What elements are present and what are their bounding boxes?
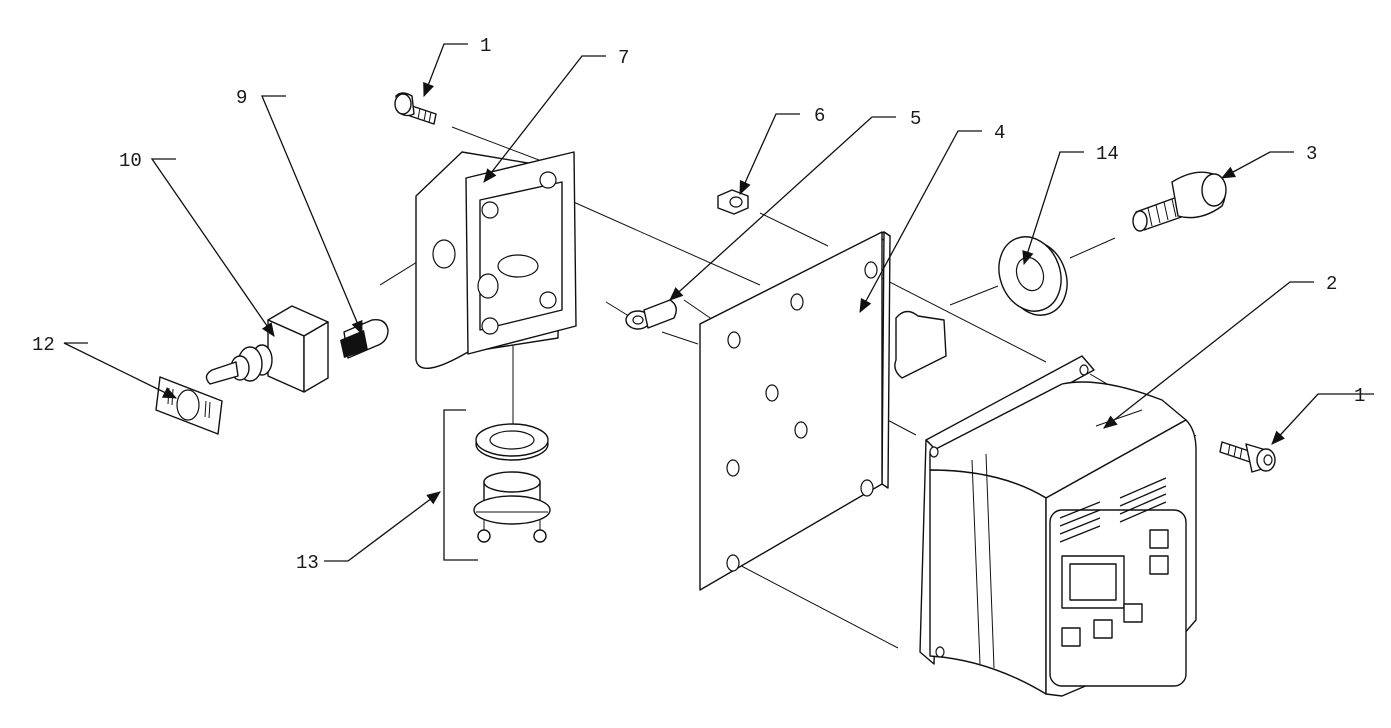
motor-controller [919, 355, 1197, 697]
cap-screw-right [1219, 441, 1276, 473]
vent-slots [1059, 477, 1167, 543]
callout-1-top: 1 [480, 35, 491, 57]
callout-2: 2 [1326, 273, 1337, 295]
callout-6: 6 [814, 105, 825, 127]
switch-plate [155, 376, 223, 435]
callout-labels: 1 7 9 10 12 13 6 5 4 14 3 2 1 [32, 35, 1365, 574]
callout-12: 12 [32, 334, 55, 356]
callout-10: 10 [119, 150, 142, 172]
toggle-switch [205, 305, 329, 393]
leader-lines [63, 43, 1374, 562]
callout-5: 5 [910, 108, 921, 130]
callout-7: 7 [618, 47, 629, 69]
cap-screw-top [394, 92, 437, 125]
strain-relief-fitting [443, 409, 551, 561]
hex-nut [717, 189, 749, 215]
callout-14: 14 [1096, 143, 1119, 165]
callout-9: 9 [236, 87, 247, 109]
callout-13: 13 [296, 552, 319, 574]
callout-3: 3 [1306, 143, 1317, 165]
callout-4: 4 [994, 122, 1005, 144]
switch-boot [340, 319, 389, 359]
washer [998, 236, 1068, 316]
ring-terminal [625, 299, 677, 330]
electrical-box [415, 151, 577, 369]
callout-1-right: 1 [1354, 385, 1365, 407]
mounting-plate [699, 231, 947, 591]
knob [1132, 171, 1227, 232]
